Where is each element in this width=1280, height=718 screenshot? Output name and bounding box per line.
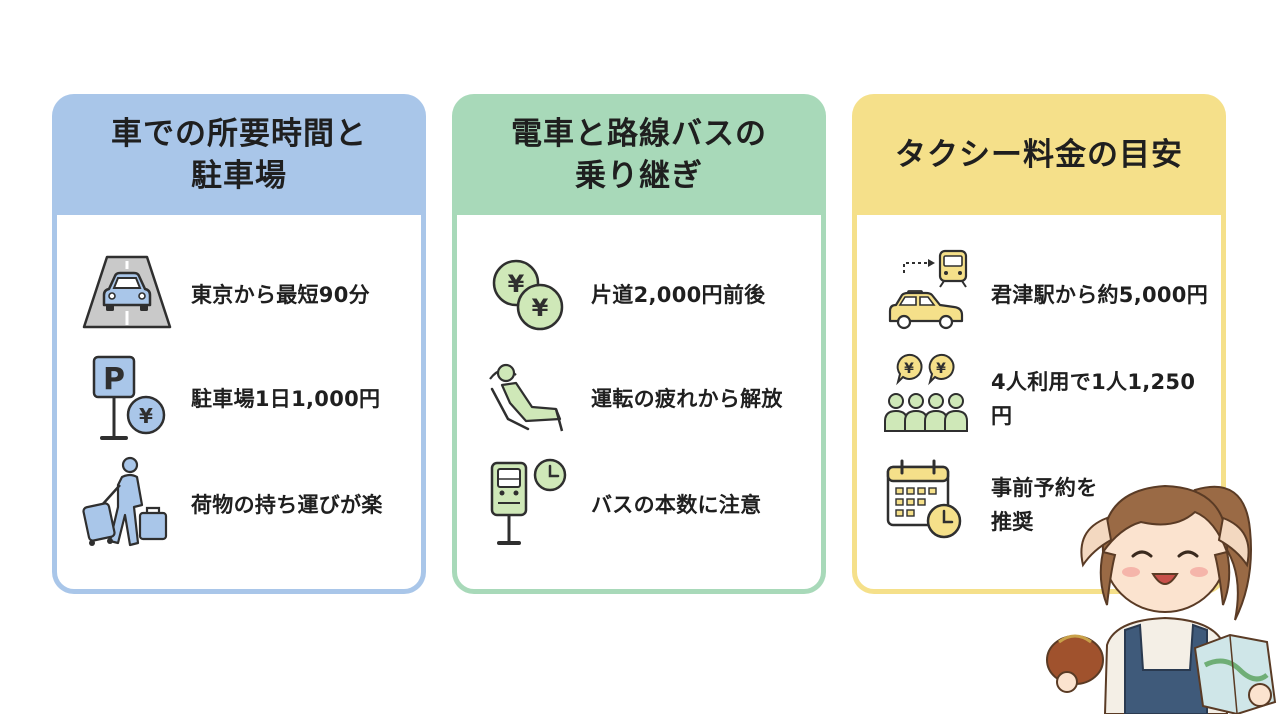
item-text: 東京から最短90分	[191, 283, 370, 307]
item-text: 荷物の持ち運びが楽	[191, 493, 383, 517]
card-body: 東京から最短90分 P ¥ 駐車場1日1,000円	[57, 215, 421, 589]
train-bus-card: 電車と路線バスの 乗り継ぎ ¥ ¥ 片道2,000円前後	[452, 94, 826, 594]
item-text: 運転の疲れから解放	[591, 387, 783, 411]
taxi-train-icon	[882, 245, 972, 345]
svg-text:¥: ¥	[904, 361, 914, 377]
bus-stop-clock-icon	[482, 455, 572, 555]
card-title: 電車と路線バスの 乗り継ぎ	[511, 115, 767, 194]
list-item: ¥ ¥ 4人利用で1人1,250円	[857, 349, 1221, 449]
list-item: P ¥ 駐車場1日1,000円	[57, 349, 421, 449]
svg-text:¥: ¥	[532, 294, 549, 322]
calendar-clock-icon	[882, 455, 972, 555]
list-item: 東京から最短90分	[57, 245, 421, 345]
item-text: 駐車場1日1,000円	[191, 387, 381, 411]
item-text: 事前予約を 推奨	[991, 476, 1098, 534]
relaxing-person-icon	[482, 349, 572, 449]
card-title: タクシー料金の目安	[895, 136, 1183, 173]
item-text: 4人利用で1人1,250円	[991, 370, 1196, 428]
list-item: 事前予約を 推奨	[857, 455, 1221, 555]
svg-text:¥: ¥	[508, 270, 525, 298]
mascot-girl-illustration	[1045, 470, 1280, 716]
svg-text:¥: ¥	[139, 404, 153, 428]
item-text: 片道2,000円前後	[591, 283, 766, 307]
car-info-card: 車での所要時間と 駐車場 東京から最短90分	[52, 94, 426, 594]
card-title: 車での所要時間と 駐車場	[111, 115, 367, 194]
item-text: バスの本数に注意	[591, 493, 762, 517]
parking-yen-icon: P ¥	[82, 349, 172, 449]
list-item: ¥ ¥ 片道2,000円前後	[457, 245, 821, 345]
svg-text:¥: ¥	[936, 361, 946, 377]
card-body: ¥ ¥ 片道2,000円前後 運転の疲れから解放	[457, 215, 821, 589]
list-item: 君津駅から約5,000円	[857, 245, 1221, 345]
luggage-traveler-icon	[82, 455, 172, 555]
list-item: 運転の疲れから解放	[457, 349, 821, 449]
road-car-icon	[82, 245, 172, 345]
item-text: 君津駅から約5,000円	[991, 283, 1209, 307]
list-item: バスの本数に注意	[457, 455, 821, 555]
yen-coins-icon: ¥ ¥	[482, 245, 572, 345]
svg-text:P: P	[103, 362, 125, 397]
people-yen-icon: ¥ ¥	[882, 349, 972, 449]
list-item: 荷物の持ち運びが楽	[57, 455, 421, 555]
